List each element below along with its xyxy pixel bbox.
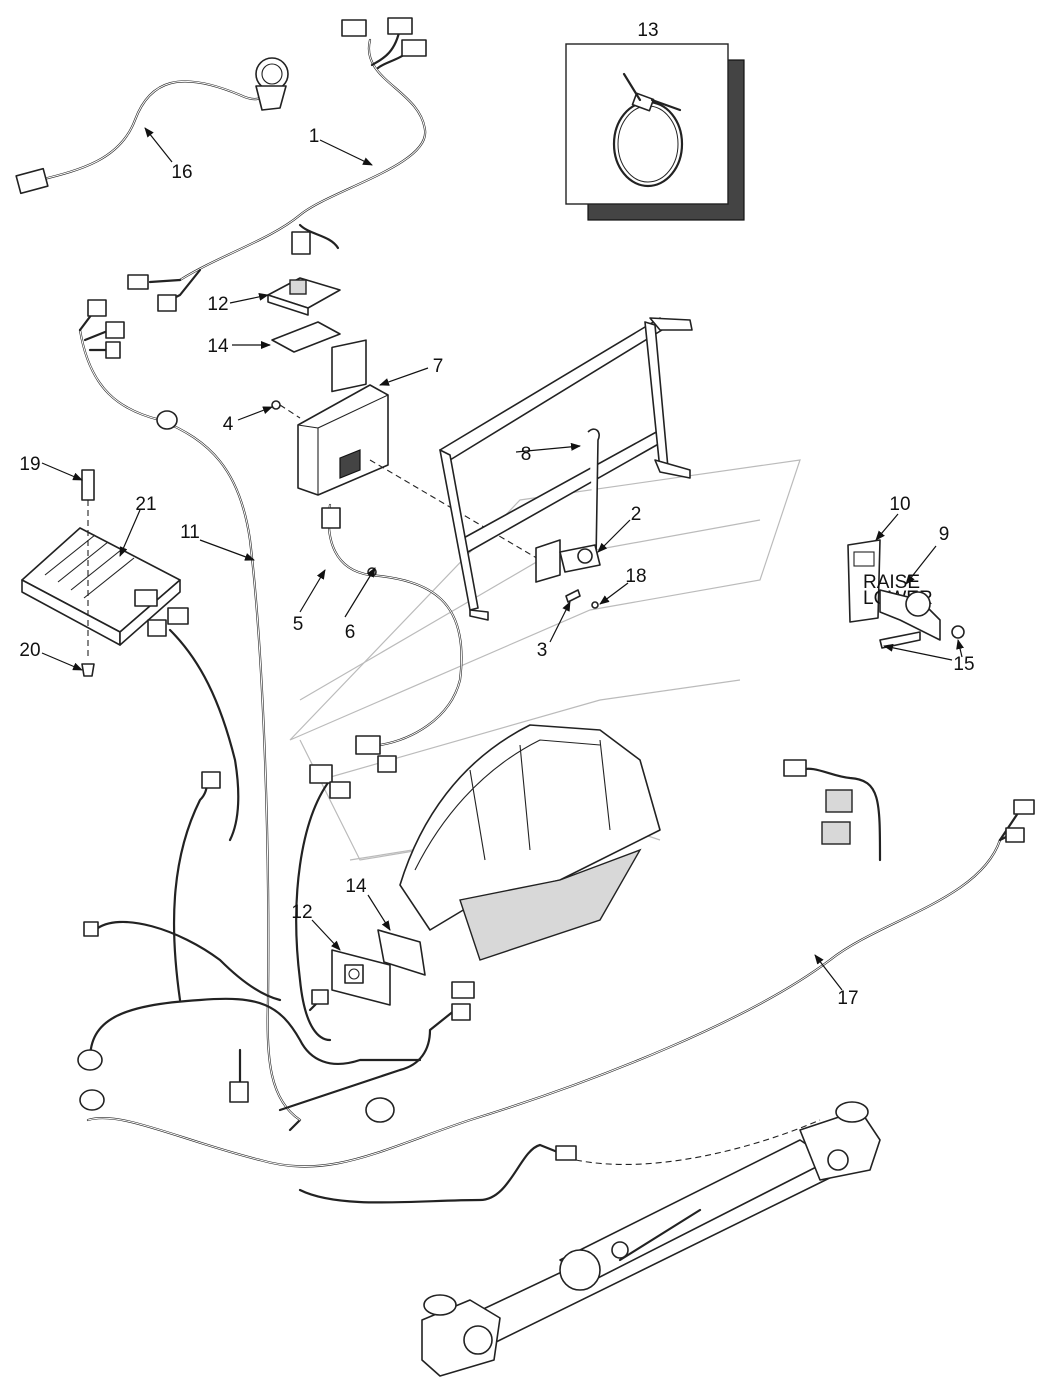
grommet <box>156 410 178 430</box>
callout-17: 17 <box>837 988 858 1009</box>
connector <box>387 17 413 35</box>
connector <box>309 764 333 784</box>
inset-cable-tie <box>565 43 745 221</box>
connector <box>105 321 125 339</box>
connector <box>105 341 121 359</box>
harness-17 <box>86 759 1035 1204</box>
connector <box>451 1003 471 1021</box>
callout-13: 13 <box>637 20 658 41</box>
controller-7 <box>297 339 389 496</box>
screw-4 <box>271 400 281 410</box>
round-socket <box>365 1097 395 1123</box>
connector <box>377 755 397 773</box>
callout-10: 10 <box>889 494 910 515</box>
clamp-9 <box>879 589 941 641</box>
standoff-19 <box>81 469 95 501</box>
callout-12-upper: 12 <box>207 294 228 315</box>
lower-harness <box>77 764 475 1123</box>
callout-4: 4 <box>223 414 234 435</box>
connector <box>83 921 99 937</box>
callout-5: 5 <box>293 614 304 635</box>
connector <box>555 1145 577 1161</box>
harness-1 <box>127 17 427 312</box>
connector <box>401 39 427 57</box>
round-socket <box>77 1049 103 1071</box>
callout-18: 18 <box>625 566 646 587</box>
callout-2: 2 <box>631 504 642 525</box>
callout-20: 20 <box>19 640 40 661</box>
callout-15: 15 <box>953 654 974 675</box>
decal-14-lower <box>377 929 426 976</box>
harness-11 <box>78 299 302 1132</box>
callout-14-upper: 14 <box>207 336 229 357</box>
connector <box>87 299 107 317</box>
callout-6: 6 <box>345 622 356 643</box>
actuator-cylinder <box>421 1101 881 1377</box>
connector <box>229 1081 249 1103</box>
frame-8 <box>439 317 693 621</box>
connector <box>329 781 351 799</box>
connector <box>201 771 221 789</box>
round-socket <box>79 1089 105 1111</box>
bracket-2 <box>535 539 601 583</box>
switch-12-upper <box>267 277 341 316</box>
module-21 <box>21 527 189 646</box>
connector <box>341 19 367 37</box>
switch-12-lower <box>331 949 391 1006</box>
callout-7: 7 <box>433 356 444 377</box>
connector <box>783 759 807 777</box>
callout-1: 1 <box>309 126 320 147</box>
connector <box>291 231 311 255</box>
connector <box>1005 827 1025 843</box>
connector <box>15 167 49 195</box>
washer-18 <box>591 601 599 609</box>
harness-5-6 <box>321 503 463 773</box>
callout-labels: 13 1 16 12 14 7 4 19 21 11 8 2 18 3 5 6 … <box>19 20 974 1009</box>
callout-19: 19 <box>19 454 40 475</box>
connector <box>1013 799 1035 815</box>
callout-11: 11 <box>180 522 200 543</box>
callout-21: 21 <box>135 494 156 515</box>
callout-14-lower: 14 <box>345 876 367 897</box>
bolt-15 <box>879 631 921 649</box>
callout-8: 8 <box>521 444 532 465</box>
callout-9: 9 <box>939 524 950 545</box>
connector <box>825 789 853 813</box>
connector <box>821 821 851 845</box>
bolt-3 <box>565 589 581 603</box>
callout-12-lower: 12 <box>291 902 312 923</box>
connector <box>321 507 341 529</box>
callout-16: 16 <box>171 162 192 183</box>
decal-14-upper <box>271 321 341 353</box>
connector <box>355 735 381 755</box>
callout-3: 3 <box>537 640 548 661</box>
tray <box>399 724 661 961</box>
harness-16 <box>15 57 289 195</box>
connector <box>127 274 149 290</box>
nut-20 <box>81 663 95 677</box>
connector <box>311 989 329 1005</box>
nut-15 <box>951 625 965 639</box>
leader-lines <box>41 127 964 991</box>
connector <box>451 981 475 999</box>
connector <box>157 294 177 312</box>
